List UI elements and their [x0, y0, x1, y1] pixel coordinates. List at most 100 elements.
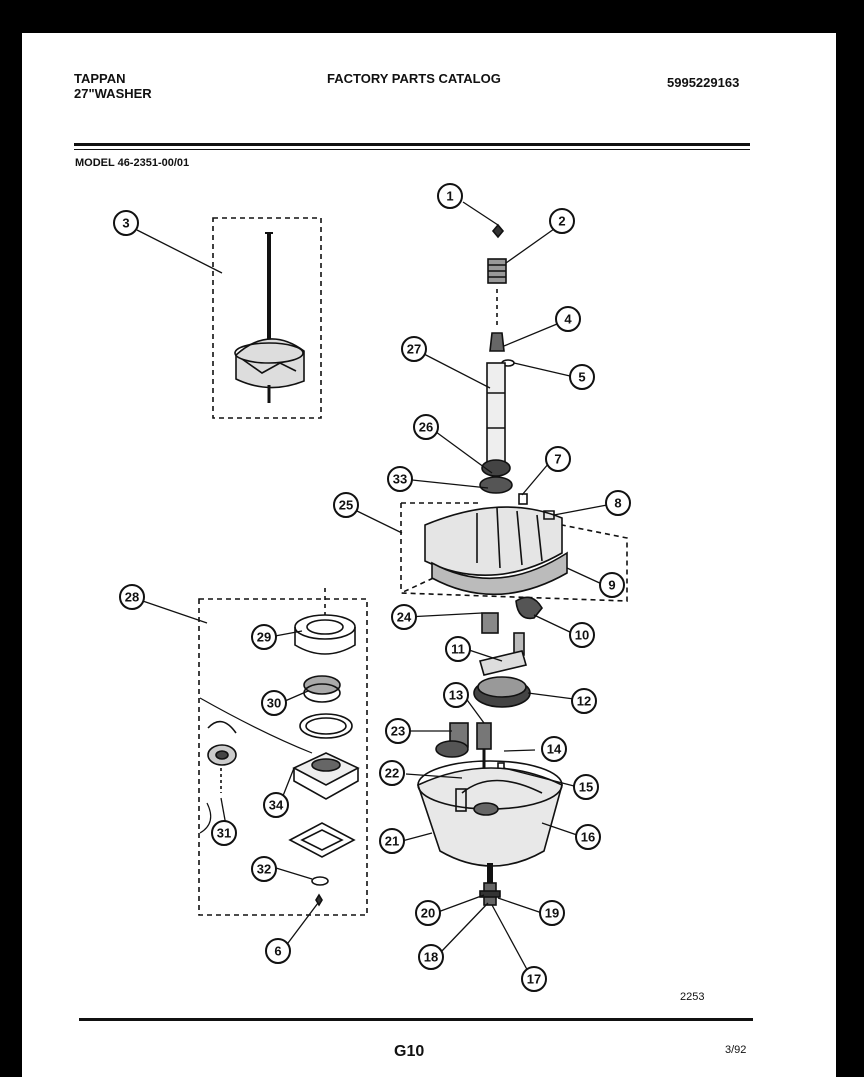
callout-circle: [113, 210, 139, 236]
callout-circle: [385, 718, 411, 744]
callout-layer: 1234567891011121314151617181920212223242…: [113, 183, 631, 992]
callout-number: 32: [257, 862, 271, 877]
callout-13: 13: [443, 682, 469, 708]
callout-number: 12: [577, 694, 591, 709]
callout-circle: [605, 490, 631, 516]
callout-29: 29: [251, 624, 277, 650]
callout-number: 25: [339, 498, 353, 513]
callout-circle: [263, 792, 289, 818]
callout-32: 32: [251, 856, 277, 882]
callout-number: 20: [421, 906, 435, 921]
callout-circle: [415, 900, 441, 926]
callout-circle: [265, 938, 291, 964]
callout-circle: [545, 446, 571, 472]
callout-28: 28: [119, 584, 145, 610]
shifter-fork: [479, 632, 527, 676]
callout-circle: [599, 572, 625, 598]
figure-number: 2253: [680, 991, 705, 1003]
callout-circle: [573, 774, 599, 800]
callout-circle: [387, 466, 413, 492]
callout-circle: [443, 682, 469, 708]
group-box-25: [400, 502, 628, 602]
callout-circle: [571, 688, 597, 714]
callout-number: 18: [424, 950, 438, 965]
callout-10: 10: [569, 622, 595, 648]
catalog-title: FACTORY PARTS CATALOG: [327, 71, 501, 86]
catalog-page: TAPPAN 27"WASHER FACTORY PARTS CATALOG 5…: [22, 33, 836, 1077]
callout-30: 30: [261, 690, 287, 716]
callout-27: 27: [401, 336, 427, 362]
callout-number: 17: [527, 972, 541, 987]
brand-name: TAPPAN: [74, 71, 126, 86]
callout-circle: [541, 736, 567, 762]
callout-circle: [575, 824, 601, 850]
callout-number: 26: [419, 420, 433, 435]
callout-circle: [261, 690, 287, 716]
callout-circle: [418, 944, 444, 970]
callout-number: 34: [269, 798, 284, 813]
callout-number: 8: [614, 496, 621, 511]
callout-19: 19: [539, 900, 565, 926]
callout-number: 13: [449, 688, 463, 703]
callout-circle: [251, 856, 277, 882]
callout-18: 18: [418, 944, 444, 970]
callout-number: 30: [267, 696, 281, 711]
footer-rule: [79, 1018, 753, 1021]
callout-25: 25: [333, 492, 359, 518]
callout-16: 16: [575, 824, 601, 850]
callout-number: 16: [581, 830, 595, 845]
pinion-and-cam: [481, 596, 543, 634]
callout-number: 9: [608, 578, 615, 593]
header-rule: [74, 143, 750, 146]
callout-circle: [445, 636, 471, 662]
callout-circle: [119, 584, 145, 610]
callout-number: 6: [274, 944, 281, 959]
revision-date: 3/92: [725, 1044, 747, 1056]
callout-number: 24: [397, 610, 412, 625]
callout-number: 19: [545, 906, 559, 921]
callout-circle: [555, 306, 581, 332]
brand-block: TAPPAN 27"WASHER: [74, 71, 152, 101]
callout-31: 31: [211, 820, 237, 846]
callout-circle: [569, 622, 595, 648]
callout-17: 17: [521, 966, 547, 992]
callout-23: 23: [385, 718, 411, 744]
callout-11: 11: [445, 636, 471, 662]
callout-33: 33: [387, 466, 413, 492]
leader-lines: [133, 201, 608, 976]
callout-circle: [379, 828, 405, 854]
spin-pinion: [435, 722, 469, 758]
header-rule-thin: [74, 149, 750, 150]
callout-circle: [333, 492, 359, 518]
callout-15: 15: [573, 774, 599, 800]
group-box-28: [198, 598, 368, 916]
callout-circle: [413, 414, 439, 440]
callout-4: 4: [555, 306, 581, 332]
drive-shaft-bottom: [479, 882, 501, 906]
callout-circle: [437, 183, 463, 209]
callout-number: 23: [391, 724, 405, 739]
page-label: G10: [394, 1043, 425, 1060]
callout-2: 2: [549, 208, 575, 234]
callout-24: 24: [391, 604, 417, 630]
main-gear: [473, 676, 531, 708]
gearcase-housing: [417, 760, 563, 885]
callout-34: 34: [263, 792, 289, 818]
callout-number: 31: [217, 826, 231, 841]
callout-12: 12: [571, 688, 597, 714]
callout-number: 11: [451, 642, 465, 657]
callout-20: 20: [415, 900, 441, 926]
gearcase-cover: [424, 493, 568, 596]
callout-circle: [549, 208, 575, 234]
callout-26: 26: [413, 414, 439, 440]
callout-circle: [379, 760, 405, 786]
product-name: 27"WASHER: [74, 86, 152, 101]
callout-14: 14: [541, 736, 567, 762]
callout-number: 7: [554, 452, 561, 467]
callout-8: 8: [605, 490, 631, 516]
callout-number: 29: [257, 630, 271, 645]
callout-7: 7: [545, 446, 571, 472]
callout-circle: [401, 336, 427, 362]
callout-number: 3: [122, 216, 129, 231]
callout-circle: [211, 820, 237, 846]
